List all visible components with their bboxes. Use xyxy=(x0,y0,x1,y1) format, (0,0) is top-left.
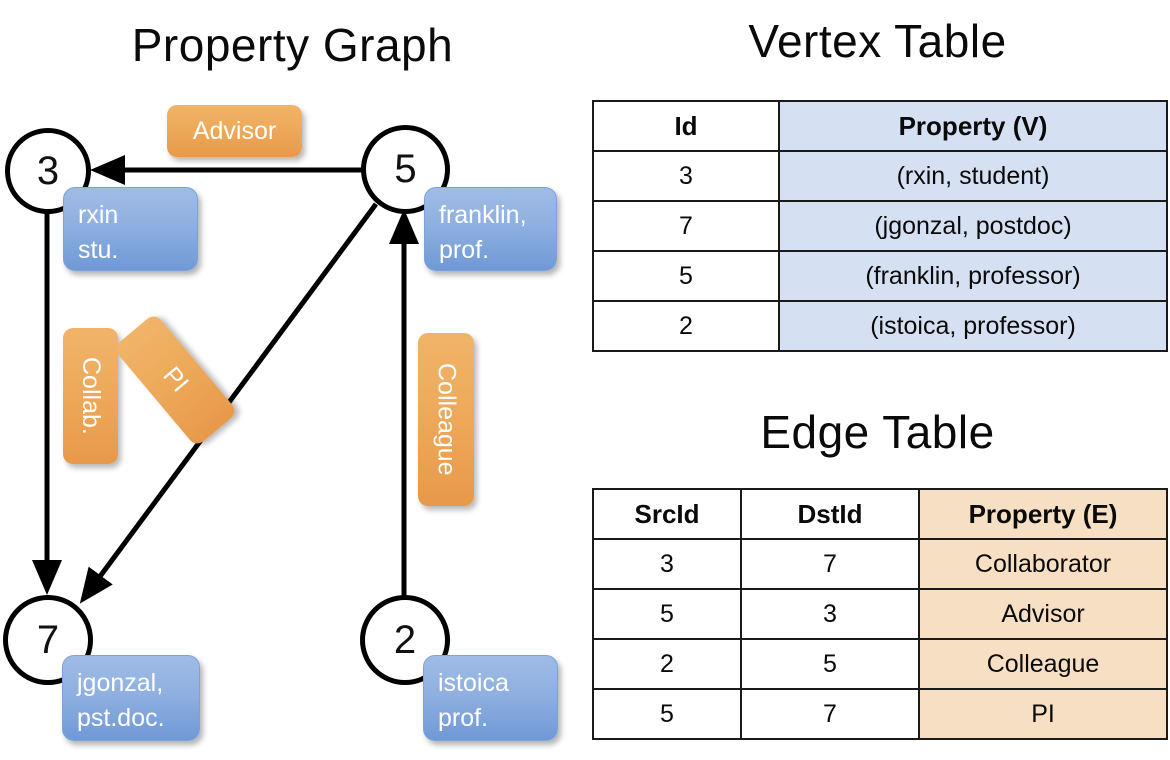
table-row: 5 7 PI xyxy=(592,688,1168,740)
table-row: 7 (jgonzal, postdoc) xyxy=(592,200,1168,252)
edge-cell-srcid: 5 xyxy=(592,688,742,740)
edge-cell-property: PI xyxy=(918,688,1168,740)
table-row: 3 (rxin, student) xyxy=(592,150,1168,202)
vertex-cell-id: 7 xyxy=(592,200,780,252)
graph-node-3-property-line-1: rxin xyxy=(78,201,119,229)
edge-cell-dstid: 7 xyxy=(740,538,920,590)
edge-cell-property: Colleague xyxy=(918,638,1168,690)
edge-table-col-property: Property (E) xyxy=(918,488,1168,540)
edge-cell-srcid: 3 xyxy=(592,538,742,590)
graph-node-7-property-box: jgonzal, pst.doc. xyxy=(62,655,200,741)
vertex-table-col-property: Property (V) xyxy=(778,100,1168,152)
edge-cell-property: Collaborator xyxy=(918,538,1168,590)
graph-node-3-property-line-2: stu. xyxy=(78,235,119,264)
vertex-cell-property: (jgonzal, postdoc) xyxy=(778,200,1168,252)
graph-node-7-label: 7 xyxy=(36,617,60,662)
table-row: 5 (franklin, professor) xyxy=(592,250,1168,302)
table-row: 2 5 Colleague xyxy=(592,638,1168,690)
table-row: 2 (istoica, professor) xyxy=(592,300,1168,352)
vertex-table-header-row: Id Property (V) xyxy=(592,100,1168,152)
edge-label-colleague: Colleague xyxy=(418,333,474,506)
edge-table: SrcId DstId Property (E) 3 7 Collaborato… xyxy=(592,488,1168,740)
page-title-property-graph: Property Graph xyxy=(131,19,454,71)
page-title-edge-table: Edge Table xyxy=(760,406,995,458)
vertex-table: Id Property (V) 3 (rxin, student) 7 (jgo… xyxy=(592,100,1168,352)
vertex-table-col-id: Id xyxy=(592,100,780,152)
page-title-vertex-table: Vertex Table xyxy=(748,15,1007,67)
vertex-cell-property: (istoica, professor) xyxy=(778,300,1168,352)
graph-node-7-property-line-2: pst.doc. xyxy=(77,703,165,732)
graph-node-7-property-line-1: jgonzal, xyxy=(77,669,164,697)
edge-cell-property: Advisor xyxy=(918,588,1168,640)
edge-cell-srcid: 5 xyxy=(592,588,742,640)
edge-cell-srcid: 2 xyxy=(592,638,742,690)
graph-node-5-property-line-2: prof. xyxy=(439,235,490,264)
edge-label-advisor-text: Advisor xyxy=(192,116,277,145)
table-row: 5 3 Advisor xyxy=(592,588,1168,640)
vertex-cell-id: 2 xyxy=(592,300,780,352)
graph-node-2-property-line-1: istoica xyxy=(438,669,509,697)
graph-node-5-label: 5 xyxy=(394,147,417,191)
edge-cell-dstid: 5 xyxy=(740,638,920,690)
table-row: 3 7 Collaborator xyxy=(592,538,1168,590)
graph-node-5-property-line-1: franklin, xyxy=(439,201,527,229)
edge-cell-dstid: 3 xyxy=(740,588,920,640)
vertex-cell-property: (franklin, professor) xyxy=(778,250,1168,302)
graph-node-2-property-line-2: prof. xyxy=(438,703,489,732)
edge-table-col-dstid: DstId xyxy=(740,488,920,540)
edge-table-header-row: SrcId DstId Property (E) xyxy=(592,488,1168,540)
graph-node-2-label: 2 xyxy=(393,617,417,662)
vertex-cell-id: 5 xyxy=(592,250,780,302)
vertex-cell-property: (rxin, student) xyxy=(778,150,1168,202)
graph-node-2[interactable]: 2 xyxy=(360,595,450,685)
edge-label-advisor: Advisor xyxy=(167,105,302,157)
graph-node-2-property-box: istoica prof. xyxy=(423,655,558,741)
edge-label-collab: Collab. xyxy=(63,328,118,464)
edge-table-col-srcid: SrcId xyxy=(592,488,742,540)
graph-node-5-property-box: franklin, prof. xyxy=(424,187,557,271)
property-graph-diagram: 3 5 7 2 rxin stu. franklin, prof. jgonza… xyxy=(3,105,558,741)
graph-node-3-property-box: rxin stu. xyxy=(63,187,198,271)
edge-label-colleague-text: Colleague xyxy=(432,363,461,476)
edge-5-to-7 xyxy=(79,202,379,604)
edge-label-collab-text: Collab. xyxy=(77,357,105,435)
graph-edge-arrows xyxy=(32,155,419,604)
edge-label-pi-text: PI xyxy=(157,361,195,398)
edge-cell-dstid: 7 xyxy=(740,688,920,740)
graph-node-5[interactable]: 5 xyxy=(361,125,450,214)
vertex-cell-id: 3 xyxy=(592,150,780,202)
graph-node-3-label: 3 xyxy=(36,148,60,193)
